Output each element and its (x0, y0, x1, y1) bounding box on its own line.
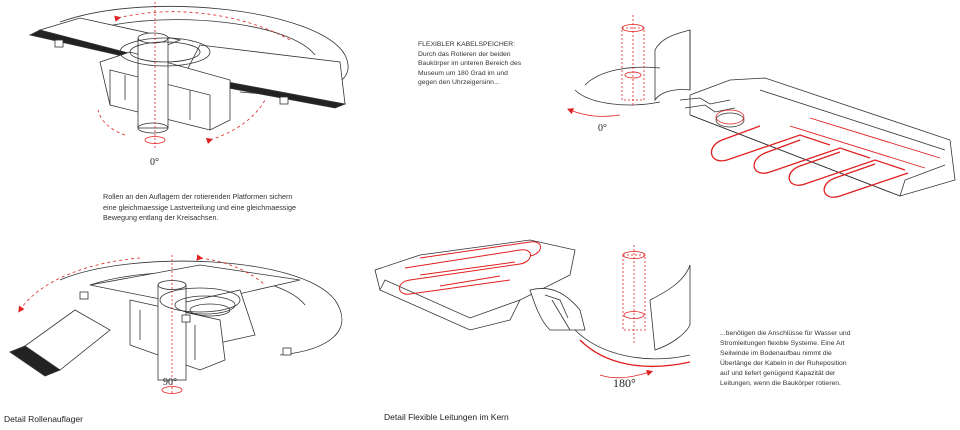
roller-detail-90-deg (9, 254, 343, 395)
cable-connections-note-line: Seilwinde im Bodenaufbau nimmt die (720, 350, 832, 357)
cable-connections-note-line: ...benötigen die Anschlüsse für Wasser u… (720, 330, 851, 337)
cable-store-note-heading: FLEXIBLER KABELSPEICHER: (418, 41, 516, 48)
cable-connections-note-line: Stromleitungen flexible Systeme. Eine Ar… (720, 340, 845, 347)
cable-store-note-line: gegen den Uhrzeigersinn... (418, 79, 500, 86)
cable-store-note-line: Baukörper im unteren Bereich des (418, 60, 522, 67)
cable-connections-note: ...benötigen die Anschlüsse für Wasser u… (720, 329, 850, 389)
cable-connections-note-line: auf und liefert genügend Kapazität der (720, 370, 836, 377)
rollers-note-line: Bewegung entlang der Kreisachsen. (103, 213, 219, 222)
caption-rollers: Detail Rollenauflager (4, 414, 83, 424)
angle-label-bottom-right: 180° (613, 376, 636, 390)
rollers-note: Rollen an den Auflagern der rotierenden … (103, 192, 296, 224)
cable-store-180-deg (374, 239, 691, 379)
cable-store-note-line: Durch das Rotieren der beiden (418, 50, 511, 58)
rollers-note-line: Rollen an den Auflagern der rotierenden … (103, 192, 293, 201)
rollers-note-line: eine gleichmaessige Lastverteilung und e… (103, 202, 296, 212)
cable-connections-note-line: Überlänge der Kabeln in der Ruheposition (720, 360, 847, 367)
roller-detail-0-deg (28, 2, 349, 150)
angle-label-top-right: 0° (598, 123, 607, 134)
caption-cables: Detail Flexible Leitungen im Kern (384, 412, 509, 422)
cable-store-note-line: Museum um 180 Grad im und (418, 69, 508, 77)
angle-label-bottom-left: 90° (163, 377, 177, 388)
angle-label-top-left: 0° (150, 157, 159, 168)
cable-store-0-deg (567, 15, 956, 198)
cable-connections-note-line: Leitungen, wenn die Baukörper rotieren. (720, 380, 841, 387)
cable-store-note: FLEXIBLER KABELSPEICHER: Durch das Rotie… (418, 40, 521, 88)
